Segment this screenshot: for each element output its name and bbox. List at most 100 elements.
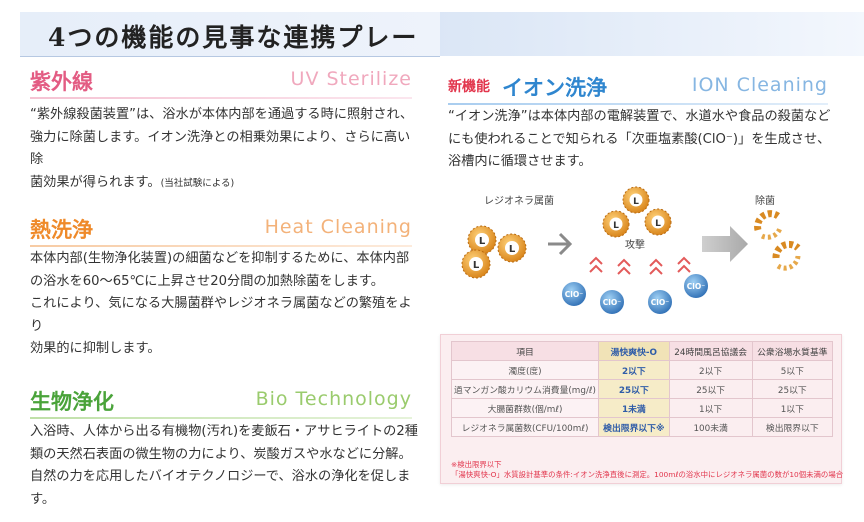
bacterium-letter: L [633,197,639,207]
bio-description: 入浴時、人体から出る有機物(汚れ)を麦飯石・アサヒライトの2種 類の天然石表面の… [30,421,420,511]
table-cell: 25以下 [751,379,834,399]
bacterium-letter: L [509,244,516,255]
uv-line-3: 菌効果が得られます。(当社試験による) [30,172,415,196]
uv-title-ja: 紫外線 [30,70,93,94]
ion-ball-label: ClO⁻ [565,290,583,299]
table-cell: 検出限界以下※ [597,417,670,437]
table-cell: 検出限界以下 [751,417,834,437]
uv-divider [30,97,412,99]
uv-line-1: “紫外線殺菌装置”は、浴水が本体内部を通過する時に照射され、 [30,107,414,122]
ion-ball-label: ClO⁻ [651,298,669,307]
heat-divider [30,245,412,247]
table-cell: 25以下 [668,379,753,399]
bacterium-icon: L [467,225,497,255]
ion-ball-icon: ClO⁻ [560,280,588,308]
bacterium-icon: L [644,208,672,236]
table-row: 濁度(度) 2以下 2以下 5以下 [451,360,834,380]
attack-arrows [589,256,691,275]
table-header: 24時間風呂協議会 [668,341,753,361]
bacterium-letter: L [613,221,619,231]
heat-title-en: Heat Cleaning [264,216,412,238]
ion-line-2: にも使われることで知られる「次亜塩素酸(ClO⁻)」を生成させ、 [448,131,831,147]
bacteria-group-middle: L L L [602,186,672,238]
legionella-label: レジオネラ属菌 [484,195,554,207]
heat-line-3: これにより、気になる大腸菌群やレジオネラ属菌などの繁殖をより [30,296,412,334]
table-cell: 過マンガン酸カリウム消費量(mg/ℓ) [451,379,599,399]
attack-label: 攻撃 [625,238,645,251]
broken-bacterium-icon [754,210,783,240]
table-header: 項目 [451,341,599,361]
banner-title: 4つの機能の見事な連携プレー [48,23,419,52]
table-row: 大腸菌群数(個/mℓ) 1未満 1以下 1以下 [451,398,834,418]
heat-description: 本体内部(生物浄化装置)の細菌などを抑制するために、本体内部 の浴水を60〜65… [30,248,415,361]
bacteria-group-left: L L L [461,225,527,279]
table-row: 過マンガン酸カリウム消費量(mg/ℓ) 25以下 25以下 25以下 [451,379,834,399]
uv-title-en: UV Sterilize [290,68,412,90]
bio-line-2: 類の天然石表面の微生物の力により、炭酸ガスや水などに分解。 [30,446,412,462]
table-cell: 1以下 [751,398,834,418]
bio-line-3: 自然の力を応用したバイオテクノロジーで、浴水の浄化を促します。 [30,469,411,507]
ion-line-1: “イオン洗浄”は本体内部の電解装置で、水道水や食品の殺菌など [448,109,831,124]
table-cell: 5以下 [751,360,834,380]
table-cell: 大腸菌群数(個/mℓ) [451,398,599,418]
bacterium-letter: L [655,219,661,229]
table-cell: 2以下 [668,360,753,380]
heat-title-ja: 熱洗浄 [30,218,93,242]
ion-ball-icon: ClO⁻ [682,272,710,300]
ion-ball-label: ClO⁻ [603,298,621,307]
ion-description: “イオン洗浄”は本体内部の電解装置で、水道水や食品の殺菌など にも使われることで… [448,106,840,174]
ion-section-header: 新機能 イオン洗浄 ION Cleaning [448,72,828,105]
uv-line-2: 強力に除菌します。イオン洗浄との相乗効果により、さらに高い除 [30,129,411,168]
bio-title-ja: 生物浄化 [30,390,114,414]
table-cell: レジオネラ属菌数(CFU/100mℓ) [451,417,599,437]
bacterium-icon: L [461,249,491,279]
bio-divider [30,417,412,419]
table-cell: 2以下 [597,360,670,380]
broken-bacterium-icon [772,240,801,271]
bacterium-icon: L [622,186,650,214]
table-cell: 1以下 [668,398,753,418]
bio-line-1: 入浴時、人体から出る有機物(汚れ)を麦飯石・アサヒライトの2種 [30,424,418,439]
table-row: レジオネラ属菌数(CFU/100mℓ) 検出限界以下※ 100未満 検出限界以下 [451,417,834,437]
ion-title-en: ION Cleaning [691,74,828,96]
sterilized-bacteria [754,210,801,271]
banner: 4つの機能の見事な連携プレー [20,12,864,57]
table-cell: 1未満 [597,398,670,418]
uv-note: (当社試験による) [160,177,235,189]
uv-line-3-text: 菌効果が得られます。 [30,174,161,190]
table-header: 湯快爽快-O [597,341,670,361]
bacterium-icon: L [602,210,630,238]
table-cell: 濁度(度) [451,360,599,380]
ion-ball-icon: ClO⁻ [598,288,626,316]
uv-section-header: 紫外線 UV Sterilize [30,66,412,99]
bio-title-en: Bio Technology [255,388,412,410]
hypochlorite-ions: ClO⁻ ClO⁻ ClO⁻ ClO⁻ [560,272,710,316]
banner-bar [20,12,440,57]
bio-section-header: 生物浄化 Bio Technology [30,386,412,419]
bacterium-icon: L [497,233,527,263]
heat-line-4: 効果的に抑制します。 [30,341,161,356]
bacterium-letter: L [479,236,486,247]
heat-line-1: 本体内部(生物浄化装置)の細菌などを抑制するために、本体内部 [30,251,410,266]
water-quality-table: 項目 湯快爽快-O 24時間風呂協議会 公衆浴場水質基準 濁度(度) 2以下 2… [451,341,834,437]
heat-line-2: の浴水を60〜65℃に上昇させ20分間の加熱除菌をします。 [30,273,384,289]
new-feature-tag: 新機能 [448,79,490,95]
ion-ball-icon: ClO⁻ [646,288,674,316]
water-quality-table-panel: 項目 湯快爽快-O 24時間風呂協議会 公衆浴場水質基準 濁度(度) 2以下 2… [440,334,843,484]
heat-section-header: 熱洗浄 Heat Cleaning [30,214,412,247]
ion-title-ja: イオン洗浄 [502,76,607,100]
ion-ball-label: ClO⁻ [687,282,705,291]
footnote-title: ※検出限界以下 [451,460,502,469]
ion-cleaning-illustration: レジオネラ属菌 攻撃 除菌 L L L L L [461,186,801,316]
table-cell: 100未満 [668,417,753,437]
table-cell: 25以下 [597,379,670,399]
uv-description: “紫外線殺菌装置”は、浴水が本体内部を通過する時に照射され、 強力に除菌します。… [30,104,415,195]
table-header: 公衆浴場水質基準 [751,341,834,361]
arrow-right-icon [548,232,573,256]
table-footnote: ※検出限界以下 「湯快爽快-O」水質設計基準の条件:イオン洗浄直後に測定。100… [451,460,843,480]
big-arrow-right-icon [702,226,748,262]
bacterium-letter: L [473,260,480,271]
ion-divider [448,103,828,105]
ion-line-3: 浴槽内に循環させます。 [448,154,592,169]
table-header-row: 項目 湯快爽快-O 24時間風呂協議会 公衆浴場水質基準 [451,341,834,361]
